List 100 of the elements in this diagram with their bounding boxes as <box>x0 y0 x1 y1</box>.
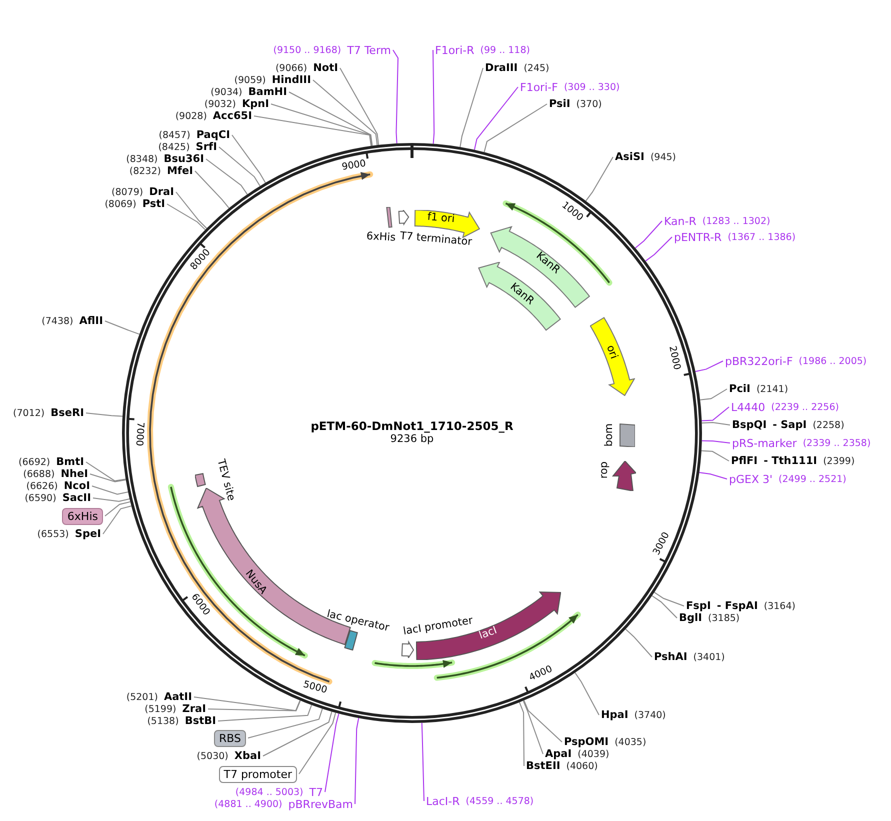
feature-label: bom <box>603 423 615 447</box>
enzyme-name: NheI <box>60 468 88 480</box>
primer-range: (4984 .. 5003) <box>235 786 304 798</box>
leader-line <box>312 80 378 146</box>
enzyme-name: Bsu36I <box>164 153 204 165</box>
leader-line <box>104 501 131 516</box>
leader-line <box>104 320 140 335</box>
feature-label: f1 ori <box>426 210 456 226</box>
leader-line <box>218 146 260 187</box>
cut-position: (4060) <box>566 760 598 772</box>
cut-position: (5201) <box>126 692 158 702</box>
leader-line <box>524 700 562 742</box>
enzyme-name: PflFI <box>731 455 758 467</box>
primer-name: Kan-R <box>664 214 696 228</box>
cut-position: (3185) <box>708 612 740 624</box>
primer-name: F1ori-F <box>520 80 558 94</box>
enzyme-name: ApaI <box>545 748 572 760</box>
leader-line <box>166 204 206 230</box>
enzyme-name: PstI <box>142 198 165 210</box>
primer-name: T7 Term <box>347 44 391 56</box>
leader-line <box>288 92 373 146</box>
enzyme-name: SacII <box>62 492 91 504</box>
enzyme-name: BamHI <box>248 86 287 98</box>
cut-position: (6692) <box>18 456 50 468</box>
leader-line <box>698 472 728 480</box>
cut-position: (4039) <box>578 748 610 760</box>
leader-line <box>340 68 380 146</box>
enzyme-name: PaqCI <box>196 129 230 141</box>
enzyme-name: - FspAI <box>716 600 758 612</box>
enzyme-name: SpeI <box>74 528 101 540</box>
leader-line <box>634 220 662 248</box>
enzyme-name: NotI <box>313 62 338 74</box>
leader-line <box>324 713 340 792</box>
enzyme-name: PciI <box>729 383 750 395</box>
enzyme-name: DraI <box>149 186 174 198</box>
leader-line <box>522 700 544 754</box>
cut-position: (6553) <box>37 528 69 540</box>
leader-line <box>208 700 301 712</box>
cut-position: (3401) <box>693 652 725 662</box>
primer-range: (2499 .. 2521) <box>778 474 846 484</box>
enzyme-name: PsiI <box>549 98 570 110</box>
cut-position: (6626) <box>26 480 58 492</box>
cut-position: (9066) <box>275 62 308 74</box>
scale-label: 4000 <box>527 664 554 684</box>
leader-line <box>248 708 323 738</box>
feature-label: ori <box>604 344 620 360</box>
leader-line <box>86 462 126 482</box>
feature-label: lac operator <box>326 608 390 634</box>
cut-position: (7012) <box>13 408 45 418</box>
cut-position: (2258) <box>812 420 844 430</box>
leader-line <box>645 236 672 262</box>
primer-name: pRS-marker <box>732 436 797 450</box>
cut-position: (9032) <box>204 98 236 110</box>
primer-range: (2339 .. 2358) <box>802 438 871 448</box>
primer-name: LacI-R <box>426 794 460 808</box>
scale-label: 7000 <box>133 421 145 446</box>
primer-range: (309 .. 330) <box>564 82 620 92</box>
enzyme-name: Acc65I <box>212 110 252 122</box>
cut-position: (7438) <box>42 316 74 326</box>
leader-line <box>232 134 266 184</box>
cut-position: (8425) <box>158 142 190 152</box>
leader-line <box>432 50 435 144</box>
cut-position: (945) <box>650 152 676 162</box>
primer-name: L4440 <box>731 400 766 414</box>
leader-line <box>694 360 724 372</box>
primer-name: pENTR-R <box>674 230 722 244</box>
plasmid-size: 9236 bp <box>390 433 434 445</box>
primer-range: (1367 .. 1386) <box>728 232 796 242</box>
cut-position: (245) <box>524 62 550 74</box>
cut-position: (2399) <box>823 456 855 466</box>
enzyme-name: KpnI <box>242 98 269 110</box>
enzyme-name: NcoI <box>64 480 90 492</box>
cut-position: (3164) <box>764 600 796 612</box>
cut-position: (8079) <box>112 186 144 198</box>
leader-line <box>194 170 230 209</box>
leader-line <box>701 422 730 426</box>
cut-position: (8348) <box>126 154 158 164</box>
primer-range: (99 .. 118) <box>480 44 530 56</box>
feature-label: T7 terminator <box>400 230 472 248</box>
feature-tag: RBS <box>214 730 246 747</box>
leader-line <box>654 592 684 606</box>
enzyme-name: BstBI <box>184 715 216 727</box>
cut-position: (6590) <box>24 492 56 504</box>
primer-name: F1ori-R <box>435 44 474 56</box>
scale-label: 2000 <box>666 344 682 370</box>
enzyme-name: PspOMI <box>564 736 609 748</box>
leader-line <box>194 696 300 712</box>
enzyme-name: XbaI <box>234 750 261 762</box>
leader-line <box>421 722 424 802</box>
leader-line <box>700 450 730 462</box>
cut-position: (2141) <box>756 384 788 394</box>
leader-line <box>652 595 678 618</box>
cut-position: (9028) <box>175 110 207 122</box>
enzyme-name: BmtI <box>56 456 84 468</box>
enzyme-name: BstEII <box>526 760 560 772</box>
leader-line <box>700 388 728 400</box>
cut-position: (8069) <box>104 198 136 210</box>
leader-line <box>518 702 524 766</box>
cut-position: (8457) <box>158 130 190 140</box>
enzyme-name: - Tth111I <box>764 455 818 467</box>
